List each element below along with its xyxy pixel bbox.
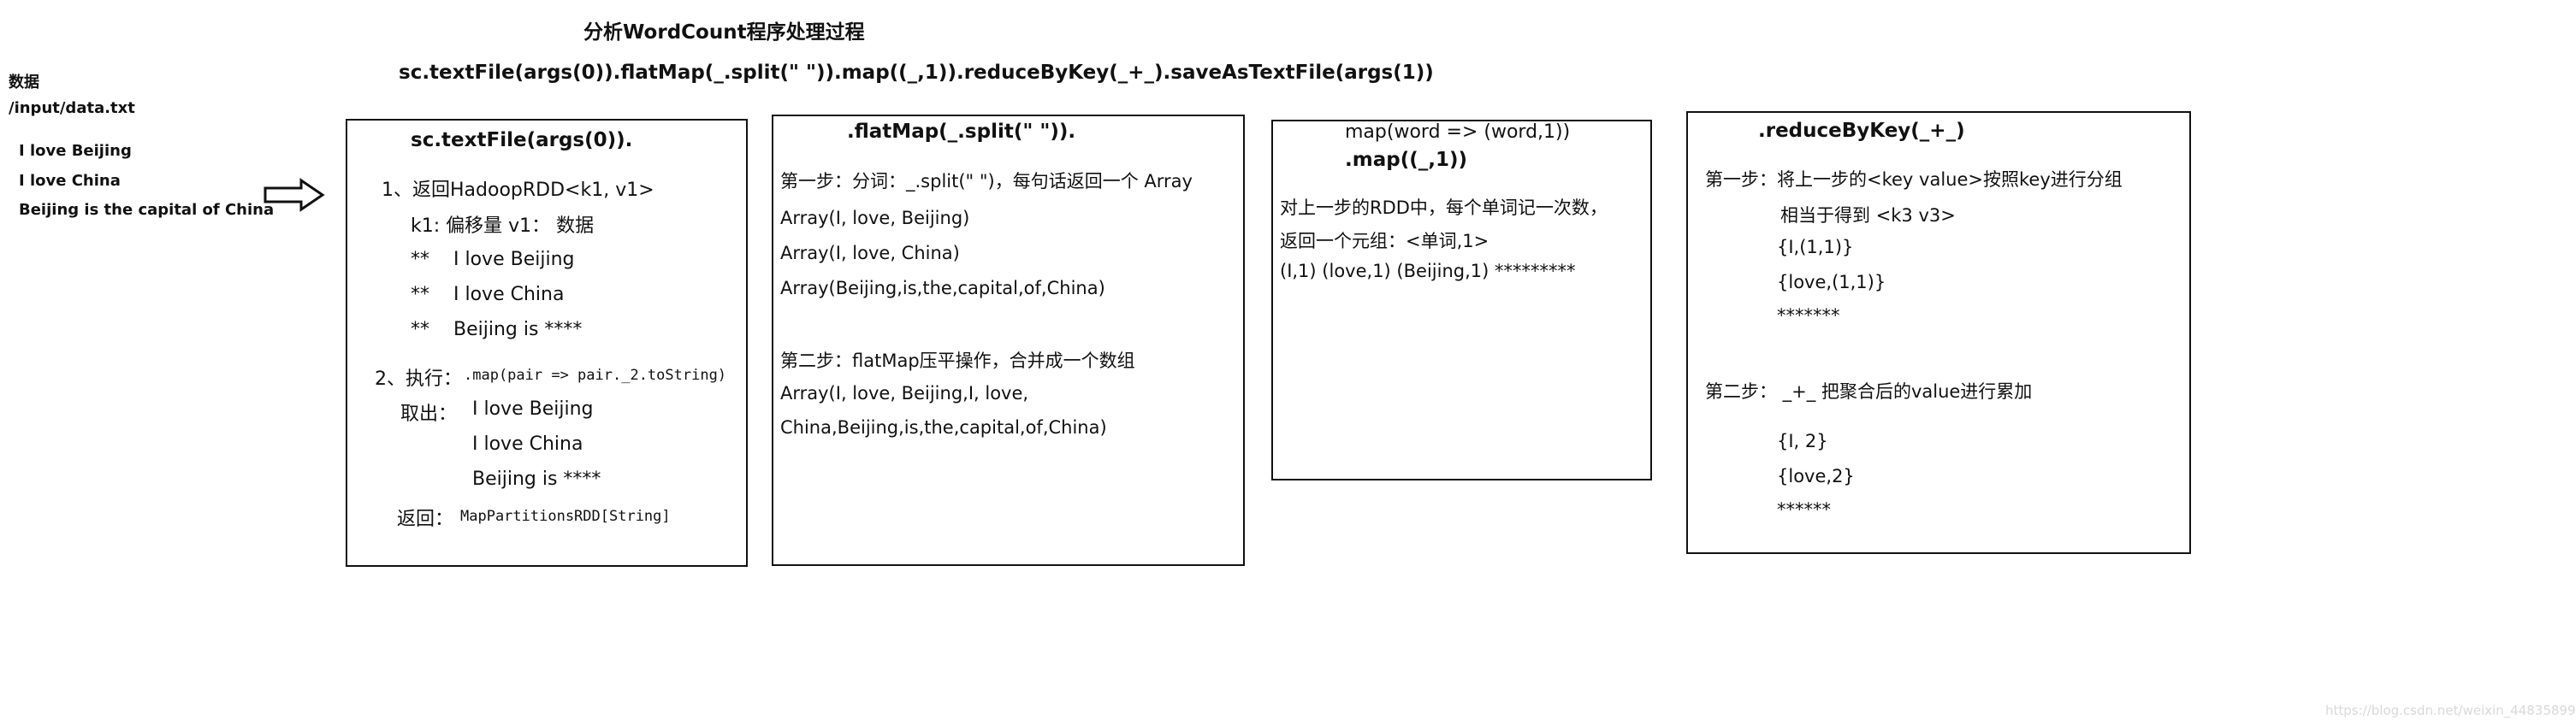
- map-tuples: (I,1) (love,1) (Beijing,1) *********: [1280, 261, 1576, 281]
- map-desc-line: 对上一步的RDD中，每个单词记一次数，: [1280, 197, 1608, 218]
- reducebykey-group: *******: [1777, 305, 1840, 326]
- reducebykey-box: .reduceByKey(_+_) 第一步：将上一步的<key value>按照…: [1686, 111, 2191, 554]
- textfile-row-marker: **: [411, 284, 429, 305]
- map-top-code: map(word => (word,1)): [1345, 121, 1571, 143]
- reducebykey-result: {love,2}: [1777, 466, 1855, 486]
- flatmap-step1: 第一步：分词：_.split(" ")，每句话返回一个 Array: [780, 171, 1193, 192]
- textfile-take-label: 取出：: [400, 404, 458, 425]
- textfile-kv-desc: k1: 偏移量 v1： 数据: [411, 215, 595, 237]
- map-header: .map((_,1)): [1345, 149, 1467, 171]
- textfile-take-line: I love China: [472, 433, 583, 455]
- flatmap-merged-line: China,Beijing,is,the,capital,of,China): [780, 417, 1107, 438]
- map-desc-line: 返回一个元组：<单词,1>: [1280, 231, 1489, 251]
- textfile-row-text: I love China: [453, 284, 565, 305]
- reducebykey-result: ******: [1777, 499, 1831, 520]
- diagram-title: 分析WordCount程序处理过程: [583, 21, 865, 44]
- textfile-box: sc.textFile(args(0)). 1、返回HadoopRDD<k1, …: [346, 119, 748, 567]
- input-path: /input/data.txt: [9, 99, 135, 117]
- textfile-header: sc.textFile(args(0)).: [411, 129, 633, 151]
- textfile-step2-code: .map(pair => pair._2.toString): [464, 367, 727, 384]
- map-box: map(word => (word,1)) .map((_,1)) 对上一步的R…: [1271, 120, 1652, 480]
- flatmap-array: Array(I, love, Beijing): [780, 208, 970, 228]
- textfile-step2-label: 2、执行：: [375, 368, 462, 390]
- textfile-row-text: Beijing is ****: [453, 319, 583, 340]
- right-arrow-icon: [264, 178, 325, 212]
- textfile-row-marker: **: [411, 249, 429, 270]
- reducebykey-step1: 第一步：将上一步的<key value>按照key进行分组: [1705, 169, 2123, 190]
- textfile-take-line: Beijing is ****: [472, 469, 601, 490]
- reducebykey-result: {I, 2}: [1777, 431, 1828, 451]
- reducebykey-header: .reduceByKey(_+_): [1758, 120, 1965, 142]
- reducebykey-step2: 第二步： _+_ 把聚合后的value进行累加: [1705, 381, 2033, 402]
- reducebykey-group: {love,(1,1)}: [1777, 272, 1886, 292]
- reducebykey-step1-sub: 相当于得到 <k3 v3>: [1780, 205, 1956, 226]
- textfile-row-marker: **: [411, 319, 429, 340]
- textfile-row-text: I love Beijing: [453, 249, 575, 270]
- flatmap-step2: 第二步：flatMap压平操作，合并成一个数组: [780, 351, 1135, 371]
- textfile-take-line: I love Beijing: [472, 398, 594, 420]
- watermark: https://blog.csdn.net/weixin_44835899: [2325, 703, 2576, 718]
- textfile-step1: 1、返回HadoopRDD<k1, v1>: [382, 180, 654, 201]
- input-line: Beijing is the capital of China: [19, 201, 275, 219]
- textfile-return-label: 返回：: [397, 509, 454, 530]
- input-line: I love China: [19, 172, 121, 190]
- flatmap-header: .flatMap(_.split(" ")).: [847, 121, 1076, 143]
- pipeline-code: sc.textFile(args(0)).flatMap(_.split(" "…: [399, 62, 1434, 84]
- input-line: I love Beijing: [19, 142, 132, 160]
- textfile-return-code: MapPartitionsRDD[String]: [460, 508, 671, 525]
- input-label: 数据: [9, 74, 39, 91]
- flatmap-box: .flatMap(_.split(" ")). 第一步：分词：_.split("…: [772, 115, 1245, 566]
- reducebykey-group: {I,(1,1)}: [1777, 237, 1854, 257]
- flatmap-array: Array(I, love, China): [780, 243, 960, 263]
- flatmap-merged-line: Array(I, love, Beijing,I, love,: [780, 383, 1029, 404]
- flatmap-array: Array(Beijing,is,the,capital,of,China): [780, 278, 1105, 298]
